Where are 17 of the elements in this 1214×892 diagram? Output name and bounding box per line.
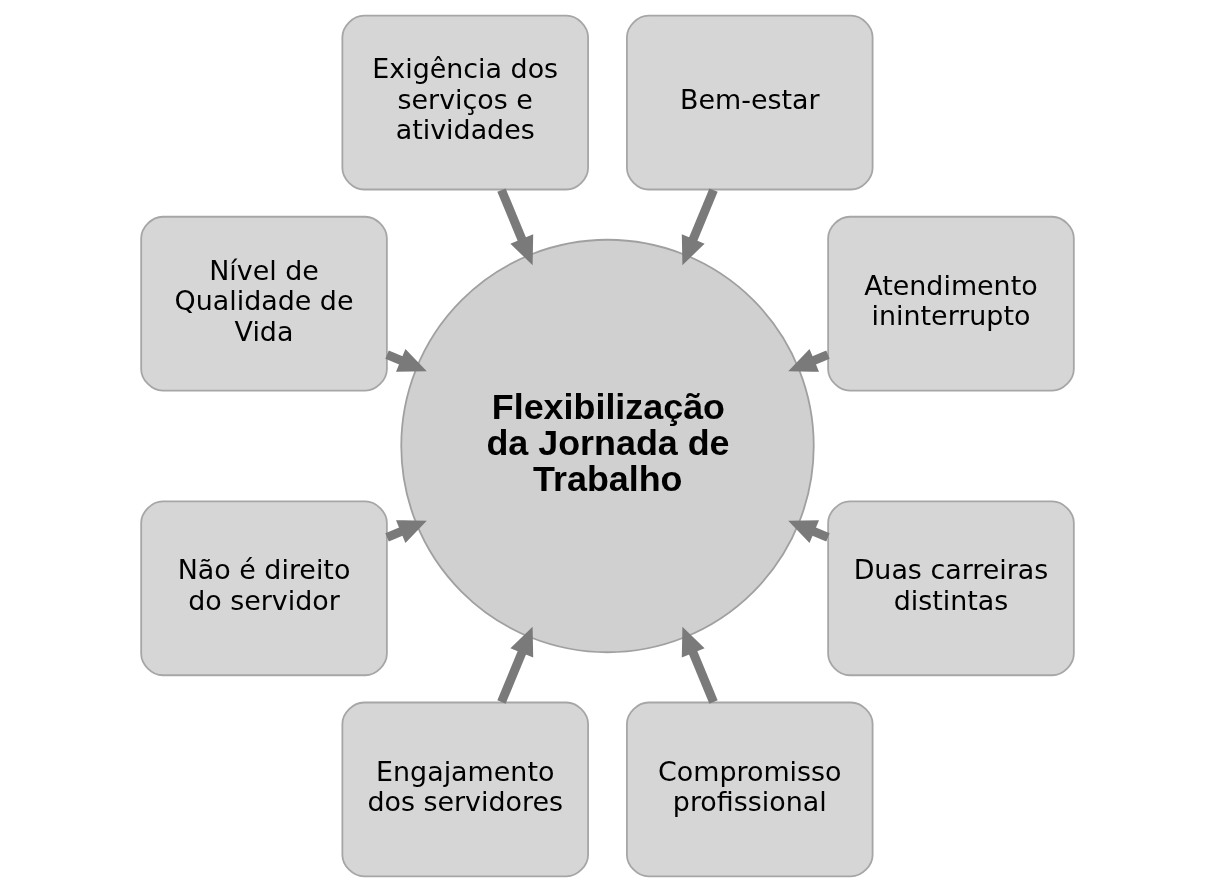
arrow — [496, 188, 533, 266]
node-box: Não é direito do servidor — [139, 500, 388, 677]
node-box: Nível de Qualidade de Vida — [139, 215, 388, 392]
node-box: Atendimento ininterrupto — [826, 215, 1075, 392]
arrow — [787, 348, 830, 372]
node-box: Engajamento dos servidores — [341, 701, 589, 878]
node-box: Exigência dos serviços e atividades — [341, 14, 589, 191]
node-box: Bem-estar — [625, 14, 873, 191]
node-circle: Flexibilização da Jornada de Trabalho — [399, 238, 815, 654]
node-box: Compromisso profissional — [625, 701, 873, 878]
arrow — [787, 520, 830, 544]
arrow — [384, 348, 427, 372]
arrow — [681, 626, 718, 704]
arrow — [681, 188, 718, 266]
node-box: Duas carreiras distintas — [826, 500, 1075, 677]
arrow — [496, 626, 533, 704]
arrow — [384, 520, 427, 544]
